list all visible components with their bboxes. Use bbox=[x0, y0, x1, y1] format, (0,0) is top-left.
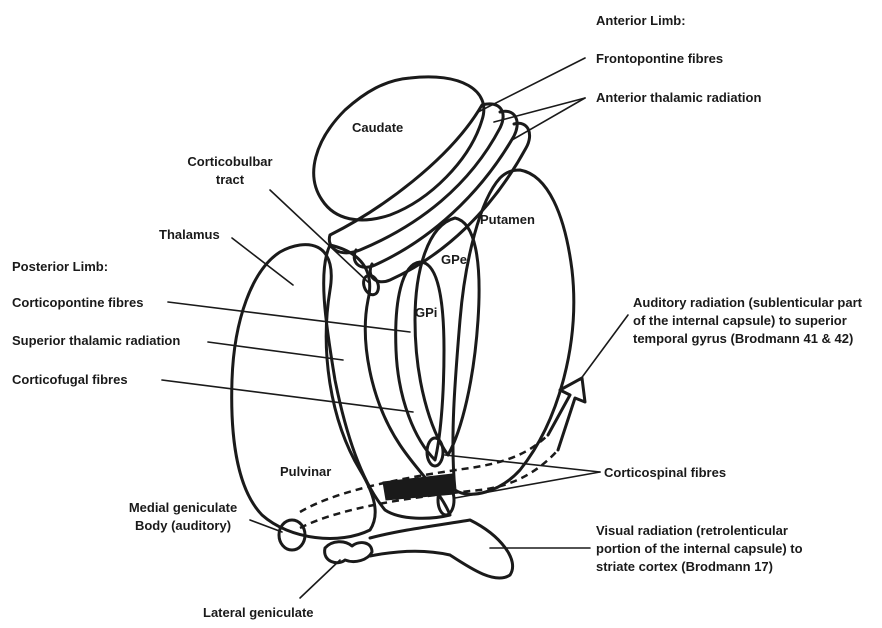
label-medial-geniculate: Medial geniculate Body (auditory) bbox=[108, 499, 258, 535]
label-auditory: Auditory radiation (sublenticular part o… bbox=[633, 294, 862, 348]
dark-fibre-band bbox=[383, 474, 454, 500]
label-visual-line2: portion of the internal capsule) to bbox=[596, 540, 803, 558]
label-corticobulbar-line2: tract bbox=[180, 171, 280, 189]
label-medial-geniculate-line2: Body (auditory) bbox=[108, 517, 258, 535]
leader-corticobulbar bbox=[270, 190, 368, 282]
label-corticobulbar: Corticobulbar tract bbox=[180, 153, 280, 189]
label-visual-line3: striate cortex (Brodmann 17) bbox=[596, 558, 803, 576]
label-posterior-limb: Posterior Limb: bbox=[12, 258, 108, 276]
label-thalamus: Thalamus bbox=[159, 226, 220, 244]
leader-anterior-thalamic-b bbox=[512, 98, 585, 140]
label-corticopontine: Corticopontine fibres bbox=[12, 294, 143, 312]
label-corticospinal: Corticospinal fibres bbox=[604, 464, 726, 482]
label-lateral-geniculate: Lateral geniculate bbox=[203, 604, 314, 622]
label-gpe: GPe bbox=[441, 251, 467, 269]
label-auditory-line3: temporal gyrus (Brodmann 41 & 42) bbox=[633, 330, 862, 348]
label-anterior-thalamic: Anterior thalamic radiation bbox=[596, 89, 761, 107]
label-caudate: Caudate bbox=[352, 119, 403, 137]
leader-lateral-geniculate bbox=[300, 560, 340, 598]
label-corticofugal: Corticofugal fibres bbox=[12, 371, 128, 389]
label-frontopontine: Frontopontine fibres bbox=[596, 50, 723, 68]
leader-auditory bbox=[580, 315, 628, 380]
leader-thalamus bbox=[232, 238, 293, 285]
label-visual: Visual radiation (retrolenticular portio… bbox=[596, 522, 803, 576]
lateral-geniculate-shape bbox=[325, 542, 372, 563]
label-gpi: GPi bbox=[415, 304, 437, 322]
leader-frontopontine bbox=[478, 58, 585, 112]
leader-superior-thalamic bbox=[208, 342, 343, 360]
label-medial-geniculate-line1: Medial geniculate bbox=[108, 499, 258, 517]
leader-corticopontine bbox=[168, 302, 410, 332]
label-anterior-limb: Anterior Limb: bbox=[596, 12, 686, 30]
label-putamen: Putamen bbox=[480, 211, 535, 229]
label-auditory-line2: of the internal capsule) to superior bbox=[633, 312, 862, 330]
visual-radiation-band bbox=[370, 520, 513, 578]
gpi-shape bbox=[396, 262, 444, 460]
label-auditory-line1: Auditory radiation (sublenticular part bbox=[633, 294, 862, 312]
label-pulvinar: Pulvinar bbox=[280, 463, 331, 481]
label-corticobulbar-line1: Corticobulbar bbox=[180, 153, 280, 171]
label-visual-line1: Visual radiation (retrolenticular bbox=[596, 522, 803, 540]
label-superior-thalamic: Superior thalamic radiation bbox=[12, 332, 180, 350]
caudate-shape bbox=[314, 77, 484, 220]
